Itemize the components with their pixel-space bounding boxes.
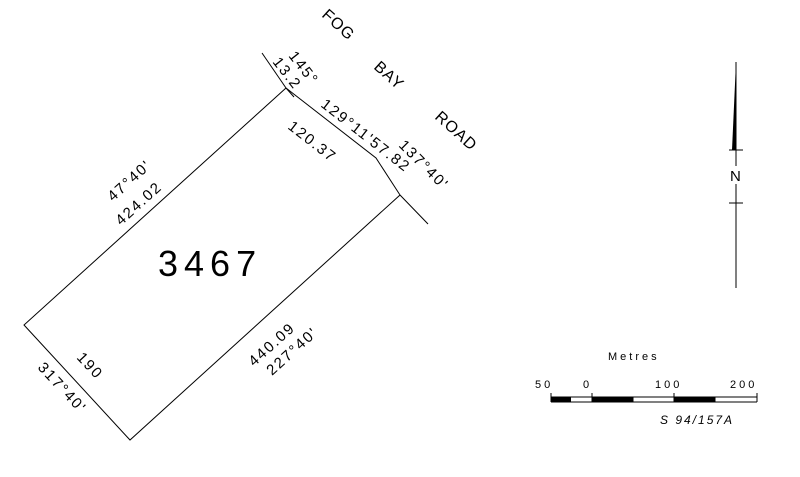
- north-label: N: [730, 168, 741, 185]
- survey-reference: S 94/157A: [660, 413, 734, 427]
- road-line-north: [261, 52, 287, 89]
- north-arrow: N: [729, 62, 743, 288]
- north-label-backing: [729, 166, 743, 184]
- road-truncation: [285, 87, 295, 98]
- road-name-road: ROAD: [431, 108, 480, 154]
- road-name-bay: BAY: [370, 58, 407, 93]
- scale-fill-100-150: [674, 397, 715, 402]
- lot-number: 3467: [158, 243, 262, 284]
- lot-boundary: [23, 87, 401, 441]
- scale-tick-0: 0: [583, 379, 592, 391]
- north-arrow-head-icon: [732, 62, 736, 150]
- scale-fill-0-50: [592, 397, 633, 402]
- road-arc-bearing: 129°11'57.82: [318, 96, 414, 176]
- road-line-south: [399, 194, 429, 225]
- sw-distance: 190: [73, 349, 106, 383]
- scale-tick-200: 200: [730, 379, 757, 391]
- scale-tick-100: 100: [655, 379, 682, 391]
- scale-fill-neg: [551, 397, 571, 402]
- road-name-fog: FOG: [318, 6, 357, 44]
- road-arc-distance: 120.37: [285, 118, 340, 166]
- scale-tick-50: 50: [535, 379, 553, 391]
- scale-title: Metres: [608, 351, 660, 363]
- scale-bar: Metres 50 0 100 200 S 94/157A: [535, 351, 758, 427]
